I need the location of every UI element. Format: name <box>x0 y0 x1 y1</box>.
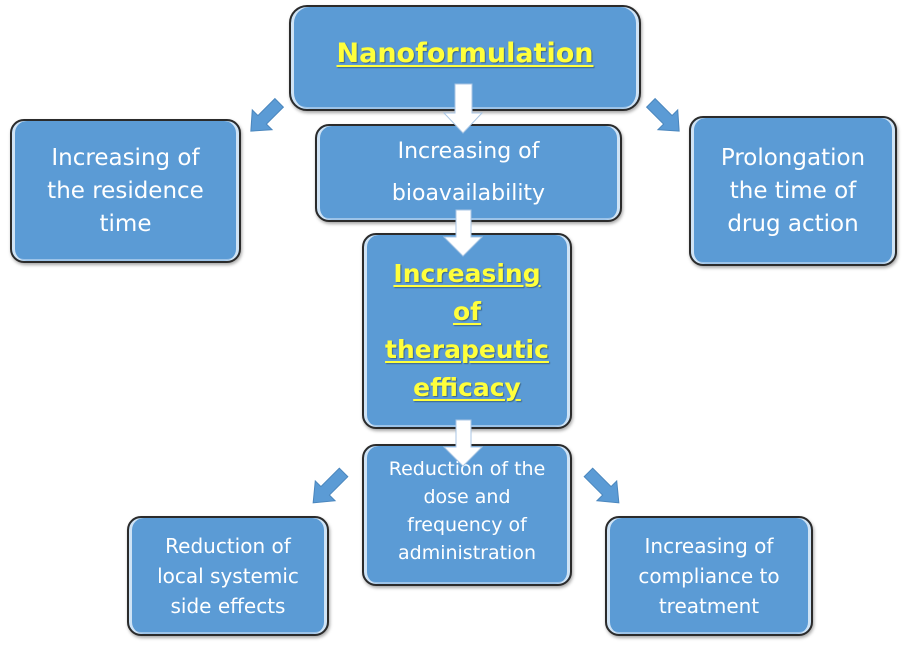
node-label: Increasing of compliance to treatment <box>638 534 780 618</box>
node-label: Prolongation the time of drug action <box>720 144 866 237</box>
node-side-effects: Reduction of local systemic side effects <box>127 516 329 636</box>
node-nanoformulation: Nanoformulation <box>289 5 641 111</box>
arrow-nano-to-prolongation <box>645 97 680 132</box>
arrow-dose-to-compliance <box>583 467 620 504</box>
node-label: Reduction of local systemic side effects <box>157 534 299 618</box>
arrow-nano-to-residence <box>250 97 285 132</box>
node-label: Increasing of bioavailability <box>391 139 546 206</box>
arrow-dose-to-side-effects <box>312 467 349 504</box>
node-label: Increasing of therapeutic efficacy <box>385 259 549 402</box>
node-prolongation: Prolongation the time of drug action <box>689 116 897 266</box>
node-label: Reduction of the dose and frequency of a… <box>388 458 546 564</box>
node-label: Nanoformulation <box>336 37 594 69</box>
node-residence-time: Increasing of the residence time <box>10 119 241 263</box>
node-compliance: Increasing of compliance to treatment <box>605 516 813 636</box>
node-dose-reduction: Reduction of the dose and frequency of a… <box>362 444 572 586</box>
node-label: Increasing of the residence time <box>47 144 204 237</box>
node-bioavailability: Increasing of bioavailability <box>315 124 622 222</box>
node-therapeutic-efficacy: Increasing of therapeutic efficacy <box>362 233 572 429</box>
